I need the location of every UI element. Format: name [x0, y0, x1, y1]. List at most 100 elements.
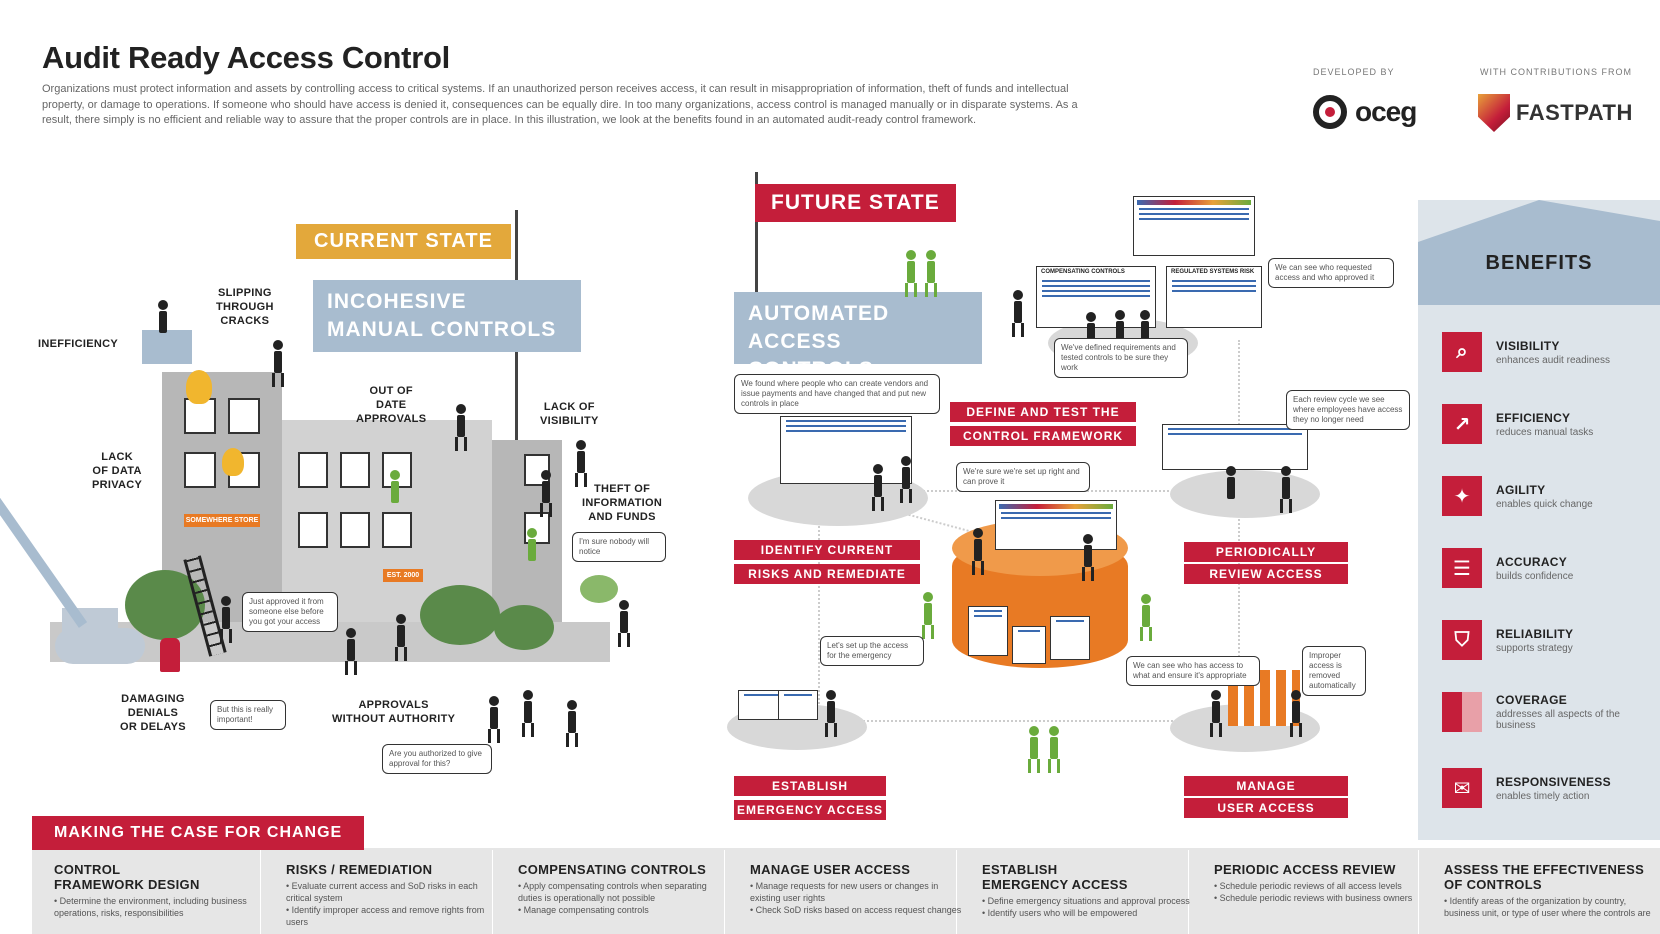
crane-bucket [142, 330, 192, 364]
screen-label: COMPENSATING CONTROLS [1041, 269, 1125, 275]
divider [724, 850, 725, 934]
dashboard-screen [1050, 616, 1090, 660]
person [1115, 310, 1125, 343]
divider [1418, 850, 1419, 934]
benefit-name: AGILITY [1496, 482, 1546, 497]
label-lack-privacy: LACK OF DATA PRIVACY [92, 451, 143, 491]
incohesive-controls-box: INCOHESIVE MANUAL CONTROLS [313, 280, 581, 352]
benefit-desc: builds confidence [1496, 570, 1574, 582]
label-emergency-1: ESTABLISH [734, 776, 886, 796]
magnifier-icon: ⌕ [1442, 332, 1482, 372]
window [184, 452, 216, 488]
emergency-screen [738, 690, 784, 720]
tree [420, 585, 500, 645]
dashboard-screen [1012, 626, 1046, 664]
window [184, 398, 216, 434]
benefit-desc: enables quick change [1496, 498, 1593, 510]
case-column: MANAGE USER ACCESS • Manage requests for… [750, 862, 965, 934]
person [1226, 466, 1236, 499]
person-green [1140, 594, 1152, 641]
making-case-banner: MAKING THE CASE FOR CHANGE [32, 816, 365, 850]
speech-bubble: We can see who requested access and who … [1268, 258, 1394, 288]
person-green [1048, 726, 1060, 773]
speech-bubble: But this is really important! [210, 700, 286, 730]
person [1290, 690, 1302, 737]
case-column-body: • Apply compensating controls when separ… [518, 881, 707, 915]
benefits-title: BENEFITS [1485, 252, 1593, 274]
person-green [1028, 726, 1040, 773]
speech-bubble: Each review cycle we see where employees… [1286, 390, 1410, 430]
label-approvals-without: APPROVALS WITHOUT AUTHORITY [332, 699, 456, 725]
fastpath-wordmark: FASTPATH [1516, 100, 1633, 125]
label-theft: THEFT OF INFORMATION AND FUNDS [582, 483, 663, 523]
speech-bubble: Let's set up the access for the emergenc… [820, 636, 924, 666]
person [618, 600, 630, 647]
emergency-screen [778, 690, 818, 720]
person [1082, 534, 1094, 581]
person-green [527, 528, 537, 561]
case-column: COMPENSATING CONTROLS • Apply compensati… [518, 862, 733, 934]
benefit-name: VISIBILITY [1496, 338, 1560, 353]
person-green [922, 592, 934, 639]
future-state-banner: FUTURE STATE [755, 184, 956, 222]
label-periodic-2: REVIEW ACCESS [1184, 564, 1348, 584]
current-flag-pole [515, 210, 518, 570]
label-lack-visibility: LACK OF VISIBILITY [540, 401, 599, 427]
crane-arm [0, 482, 88, 628]
oceg-mark-icon [1313, 95, 1347, 129]
label-emergency-2: EMERGENCY ACCESS [734, 800, 886, 820]
person [972, 528, 984, 575]
benefit-desc: supports strategy [1496, 642, 1573, 654]
case-column: PERIODIC ACCESS REVIEW • Schedule period… [1214, 862, 1429, 934]
grid-icon [1442, 692, 1482, 732]
case-column-body: • Manage requests for new users or chang… [750, 881, 962, 915]
benefit-desc: enables timely action [1496, 790, 1590, 802]
benefit-name: RELIABILITY [1496, 626, 1574, 641]
divider [1188, 850, 1189, 934]
incohesive-line2: MANUAL CONTROLS [327, 318, 557, 341]
person-green [390, 470, 400, 503]
case-column-body: • Identify areas of the organization by … [1444, 896, 1651, 918]
speech-bubble: We're sure we're set up right and can pr… [956, 462, 1090, 492]
store-sign: SOMEWHERE STORE [184, 514, 260, 527]
divider [260, 850, 261, 934]
person [540, 470, 552, 517]
oceg-logo: oceg [1313, 95, 1417, 129]
case-column-body: • Define emergency situations and approv… [982, 896, 1190, 918]
divider [956, 850, 957, 934]
person-green [925, 250, 937, 297]
review-screen [1162, 424, 1308, 470]
label-periodic-1: PERIODICALLY [1184, 542, 1348, 562]
tree [580, 575, 618, 603]
benefit-desc: addresses all aspects of the business [1496, 709, 1620, 731]
risk-board-screen [780, 416, 912, 484]
crane-track [55, 628, 145, 664]
benefit-desc: reduces manual tasks [1496, 426, 1594, 438]
person [272, 340, 284, 387]
dashboard-screen [968, 606, 1008, 656]
label-identify-1: IDENTIFY CURRENT [734, 540, 920, 560]
bottom-strip [32, 848, 1660, 934]
label-define-1: DEFINE AND TEST THE [950, 402, 1136, 422]
top-dashboard-screen [1133, 196, 1255, 256]
screen-label: REGULATED SYSTEMS RISK [1171, 269, 1255, 275]
speech-bubble: Are you authorized to give approval for … [382, 744, 492, 774]
automated-line1: AUTOMATED [748, 302, 890, 325]
benefit-name: ACCURACY [1496, 554, 1568, 569]
person [395, 614, 407, 661]
compensating-screen: COMPENSATING CONTROLS [1036, 266, 1156, 328]
label-identify-2: RISKS AND REMEDIATE [734, 564, 920, 584]
case-column-body: • Determine the environment, including b… [54, 896, 247, 918]
shield-icon: ⛉ [1442, 620, 1482, 660]
window [228, 398, 260, 434]
intro-paragraph: Organizations must protect information a… [42, 83, 1078, 126]
oceg-wordmark: oceg [1355, 96, 1417, 127]
fastpath-shield-icon [1478, 94, 1510, 132]
incohesive-line1: INCOHESIVE [327, 290, 467, 313]
